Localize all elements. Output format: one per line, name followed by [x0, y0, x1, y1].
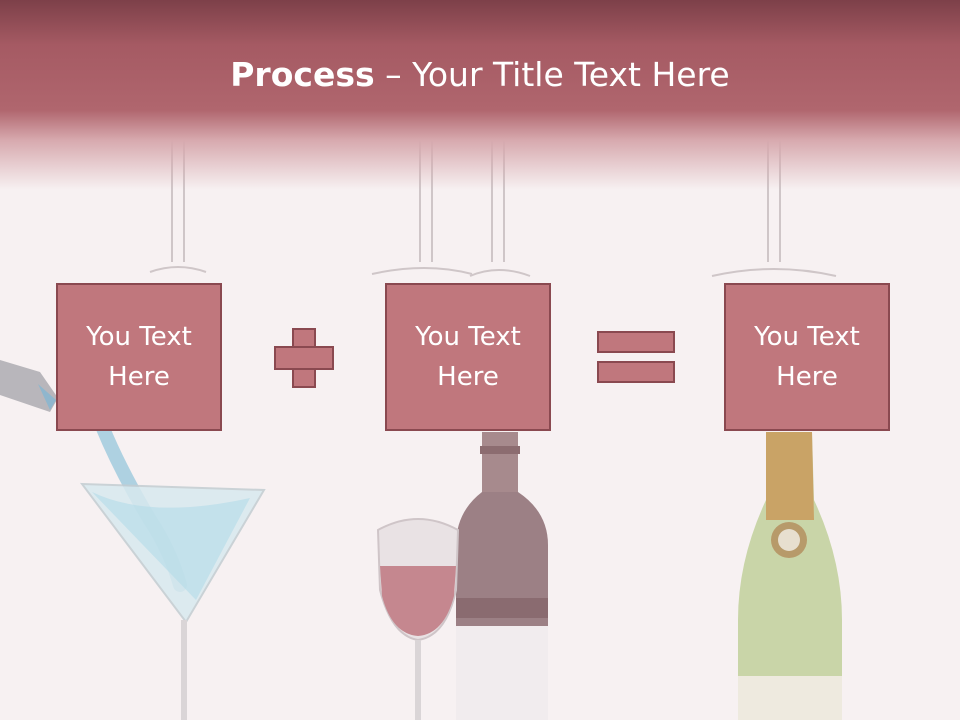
champagne-illustration	[738, 432, 842, 720]
process-box-3-line2: Here	[776, 362, 838, 392]
process-box-1-text: You Text Here	[86, 317, 192, 397]
process-box-1-line1: You Text	[86, 322, 192, 352]
process-box-2-line1: You Text	[415, 322, 521, 352]
title-rest: – Your Title Text Here	[374, 55, 730, 94]
title-bar	[0, 0, 960, 190]
process-box-2-text: You Text Here	[415, 317, 521, 397]
process-box-1-line2: Here	[108, 362, 170, 392]
process-box-3-line1: You Text	[754, 322, 860, 352]
equals-icon	[597, 331, 675, 353]
wine-illustration	[376, 432, 548, 720]
equals-icon-bar	[597, 361, 675, 383]
process-box-2-line2: Here	[437, 362, 499, 392]
process-box-1[interactable]: You Text Here	[56, 283, 222, 431]
title-bold: Process	[230, 55, 375, 94]
plus-icon-center	[294, 348, 314, 368]
process-box-3[interactable]: You Text Here	[724, 283, 890, 431]
process-box-3-text: You Text Here	[754, 317, 860, 397]
process-box-2[interactable]: You Text Here	[385, 283, 551, 431]
martini-illustration	[0, 360, 266, 720]
slide-title: Process – Your Title Text Here	[0, 52, 960, 98]
